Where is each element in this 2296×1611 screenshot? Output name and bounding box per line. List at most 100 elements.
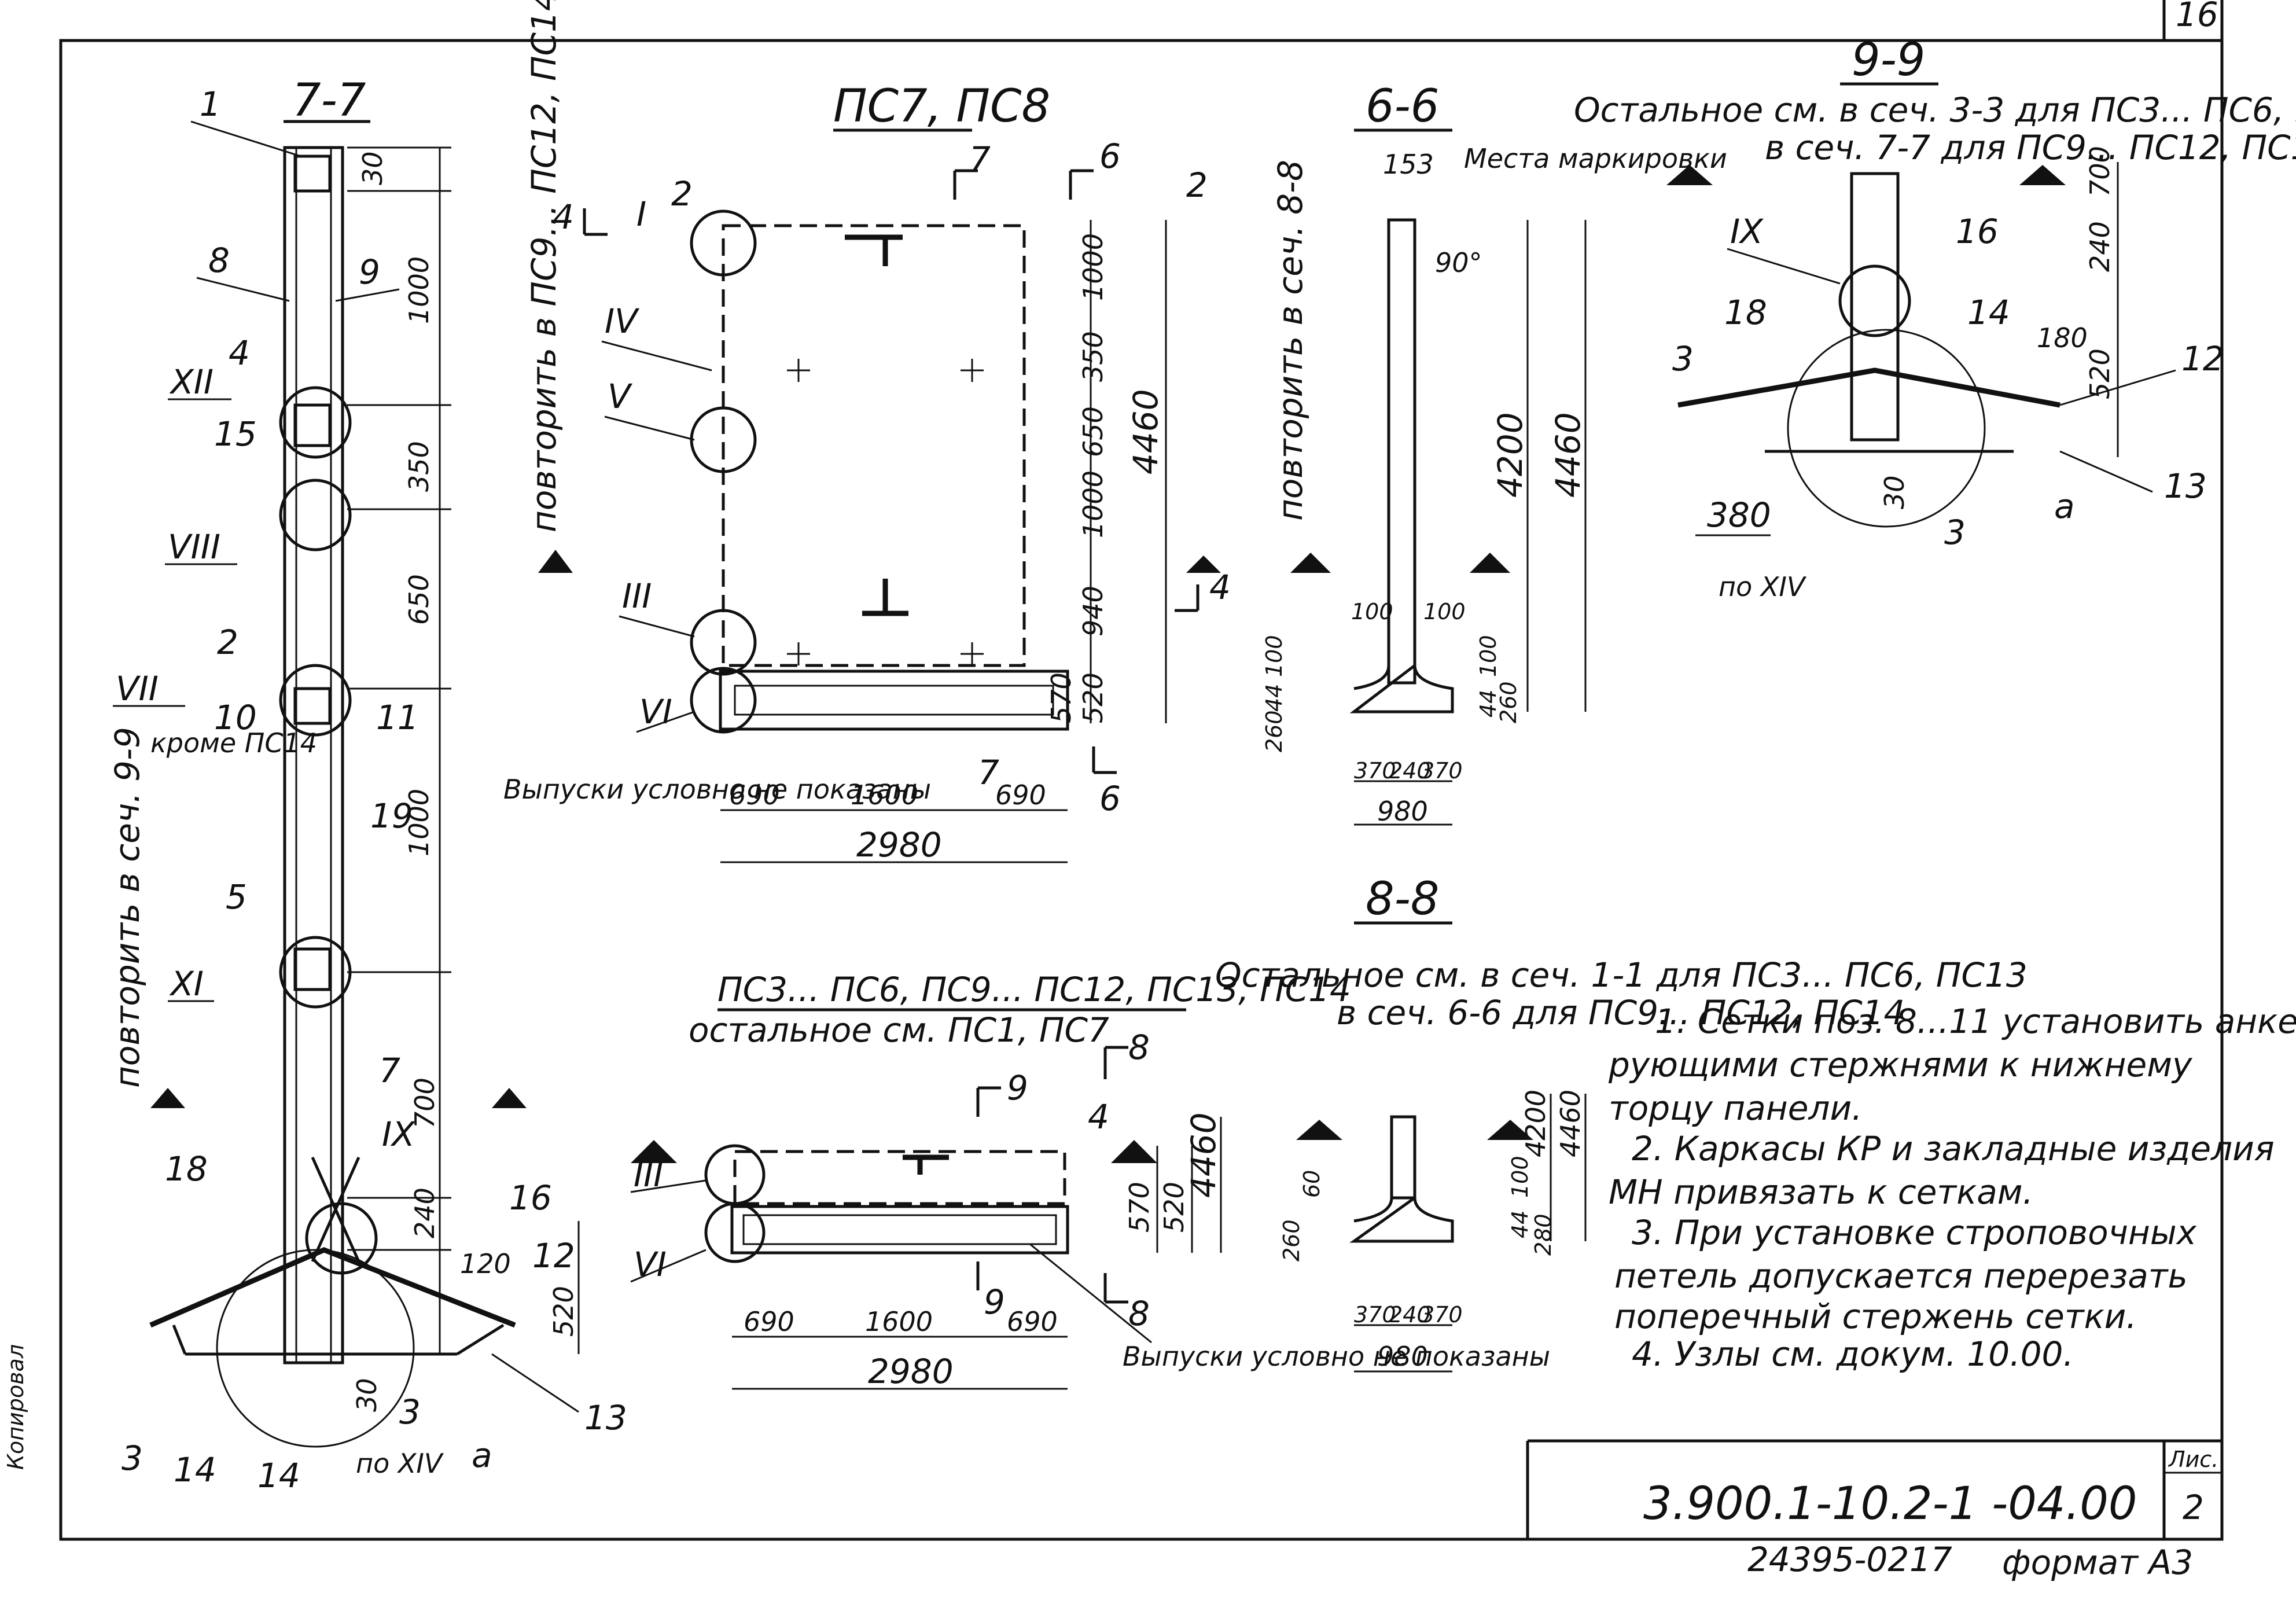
s66-dim-260b: 260	[1496, 681, 1521, 723]
s66-dim-100d: 100	[1476, 635, 1501, 677]
title-9-9: 9-9	[1852, 34, 1925, 86]
pos-3a: 3	[122, 1439, 143, 1478]
a-label: а	[472, 1436, 492, 1475]
pc7-dim-4460: 4460	[1126, 389, 1165, 475]
note-3b: петель допускается перерезать	[1614, 1256, 2188, 1296]
stamp-inv: 24395-02	[1747, 1540, 1909, 1579]
pos-13: 13	[584, 1398, 627, 1437]
pos-1: 1	[200, 84, 221, 124]
s88-note1: Остальное см. в сеч. 1-1 для ПС3... ПС6,…	[1215, 955, 2028, 995]
node-xi: XI	[169, 964, 204, 1003]
section-9-9: 9-9 Остальное см. в сеч. 3-3 для ПС3... …	[1574, 34, 2296, 602]
s99-dim-700: 700	[2084, 146, 2115, 197]
s99-note1: Остальное см. в сеч. 3-3 для ПС3... ПС6,…	[1574, 90, 2296, 130]
pos-11: 11	[376, 698, 419, 737]
cut-6a: 6	[1099, 137, 1121, 176]
title-pc7: ПС7, ПС8	[833, 80, 1050, 133]
section-7-7: 7-7	[108, 75, 627, 1495]
pc7-dim-690a: 690	[729, 779, 780, 811]
pos-18: 18	[165, 1149, 208, 1189]
note-2: 2. Каркасы КР и закладные изделия	[1632, 1129, 2275, 1168]
pc3-dim-520: 520	[1158, 1182, 1190, 1233]
title-6-6: 6-6	[1366, 80, 1439, 133]
general-notes: 1. Сетки поз. 8...11 установить анке- ру…	[1608, 1002, 2296, 1374]
s99-pos-18: 18	[1724, 293, 1767, 332]
pc3-cut-8a: 8	[1128, 1028, 1150, 1067]
s88-note2: в сеч. 6-6 для ПС9... ПС12, ПС14	[1337, 993, 1905, 1032]
pc7-dim-650: 650	[1077, 406, 1109, 457]
s99-a: а	[2054, 487, 2075, 526]
pos-14b: 14	[257, 1456, 300, 1495]
note-1: 1. Сетки поз. 8...11 установить анке-	[1655, 1002, 2296, 1041]
dim-1000a: 1000	[403, 256, 435, 324]
cut-6b: 6	[1099, 779, 1121, 818]
pos-14a: 14	[174, 1450, 216, 1489]
node-ix: IX	[382, 1115, 415, 1154]
pos-8: 8	[208, 241, 230, 280]
pos-16: 16	[509, 1178, 552, 1218]
s99-pos-12: 12	[2181, 339, 2224, 378]
s99-node-ref: по XIV	[1719, 571, 1807, 602]
stamp-sheet-no: 2	[2183, 1488, 2204, 1527]
marking-note: Места маркировки	[1464, 143, 1727, 174]
pc3-cut-4: 4	[1088, 1097, 1109, 1136]
node-viii: VIII	[168, 527, 220, 567]
pc7-dim-350: 350	[1077, 331, 1109, 382]
pc3-dim-690b: 690	[1007, 1306, 1058, 1337]
cut-2a: 2	[671, 174, 693, 214]
pos-4: 4	[229, 333, 250, 373]
s99-pos-3a: 3	[1672, 339, 1694, 378]
node-vii: VII	[116, 669, 159, 708]
stamp-format: формат А3	[2002, 1543, 2193, 1582]
pc3-cut-9b: 9	[984, 1282, 1005, 1322]
s66-dim-100b: 100	[1423, 599, 1466, 624]
panel-pc7-pc8: ПС7, ПС8 повторить в ПС9... ПС12, ПС14 2…	[503, 0, 1231, 865]
cut-7b: 7	[978, 753, 999, 792]
pc7-dim-1600: 1600	[851, 779, 918, 811]
s66-dim-100a: 100	[1351, 599, 1393, 624]
dim-30b: 30	[351, 1378, 382, 1412]
pos-5: 5	[226, 877, 247, 917]
pos-3b: 3	[399, 1392, 421, 1432]
repeat-note-8-8: повторить в сеч. 8-8	[1271, 160, 1310, 521]
pc7-node-i: I	[636, 194, 646, 234]
section-8-8: 8-8 Остальное см. в сеч. 1-1 для ПС3... …	[1215, 873, 2028, 1373]
note-3: 3. При установке строповочных	[1632, 1213, 2197, 1252]
s99-node-ix: IX	[1730, 212, 1764, 251]
s88-dim-60: 60	[1299, 1170, 1324, 1198]
note-3c: поперечный стержень сетки.	[1614, 1297, 2137, 1336]
s66-dim-44a: 44	[1261, 684, 1287, 712]
pos-2: 2	[217, 623, 238, 662]
s88-dim-240: 240	[1389, 1302, 1431, 1327]
s99-dim-380: 380	[1707, 495, 1771, 535]
s66-dim-100c: 100	[1261, 635, 1287, 677]
s88-dim-4460: 4460	[1555, 1090, 1586, 1157]
title-7-7: 7-7	[292, 75, 366, 127]
s99-dim-180: 180	[2037, 322, 2088, 354]
pos-10: 10	[214, 698, 257, 737]
pos-12: 12	[532, 1236, 575, 1275]
pc7-dim-1000a: 1000	[1077, 233, 1109, 301]
pc7-node-iv: IV	[605, 301, 640, 341]
dim-1000b: 1000	[403, 789, 435, 856]
pc7-dim-2980: 2980	[856, 825, 942, 865]
dim-650: 650	[403, 574, 435, 625]
s99-pos-14: 14	[1967, 293, 2010, 332]
pc3-dim-1600: 1600	[865, 1306, 933, 1337]
repeat-note-pc9: повторить в ПС9... ПС12, ПС14	[524, 0, 564, 532]
dim-120: 120	[460, 1248, 511, 1279]
s88-dim-260: 260	[1279, 1219, 1304, 1261]
except-note: кроме ПС14	[150, 727, 317, 759]
s88-dim-44: 44	[1507, 1211, 1533, 1238]
pc7-dim-1000b: 1000	[1077, 470, 1109, 538]
pc3-dim-690a: 690	[744, 1306, 794, 1337]
pc7-dim-690b: 690	[995, 779, 1046, 811]
pc7-outlets: Выпуски условно не показаны	[503, 774, 931, 805]
s88-dim-370b: 370	[1421, 1302, 1463, 1327]
pos-19: 19	[370, 796, 413, 836]
title-pc3: ПС3... ПС6, ПС9... ПС12, ПС13, ПС14	[718, 970, 1351, 1009]
cut-4b: 4	[1209, 568, 1231, 607]
s66-dim-4460: 4460	[1548, 412, 1588, 498]
pc3-dim-570: 570	[1124, 1182, 1155, 1233]
pc3-outlets: Выпуски условно не показаны	[1123, 1341, 1550, 1372]
